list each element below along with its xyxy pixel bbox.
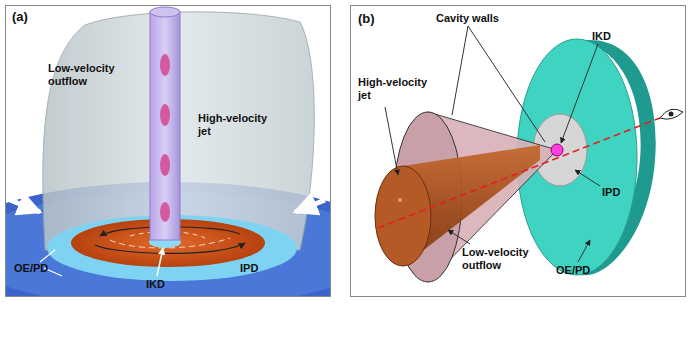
cavity-label: Cavity walls	[436, 12, 499, 25]
panel-letter: (a)	[12, 10, 28, 25]
jet-label: High-velocity jet	[198, 112, 268, 137]
disk-label: OE/PD	[14, 262, 48, 275]
ikd-label: IKD	[146, 278, 165, 291]
ipd-label: IPD	[240, 262, 258, 275]
ipd-label: IPD	[602, 186, 620, 199]
outflow-label: Low-velocity outflow	[462, 246, 542, 271]
ikd-label: IKD	[592, 30, 611, 43]
jet-label: High-velocity jet	[358, 76, 428, 101]
panel-letter: (b)	[358, 12, 375, 27]
outflow-label: Low-velocity outflow	[48, 62, 118, 87]
disk-label: OE/PD	[556, 264, 590, 277]
